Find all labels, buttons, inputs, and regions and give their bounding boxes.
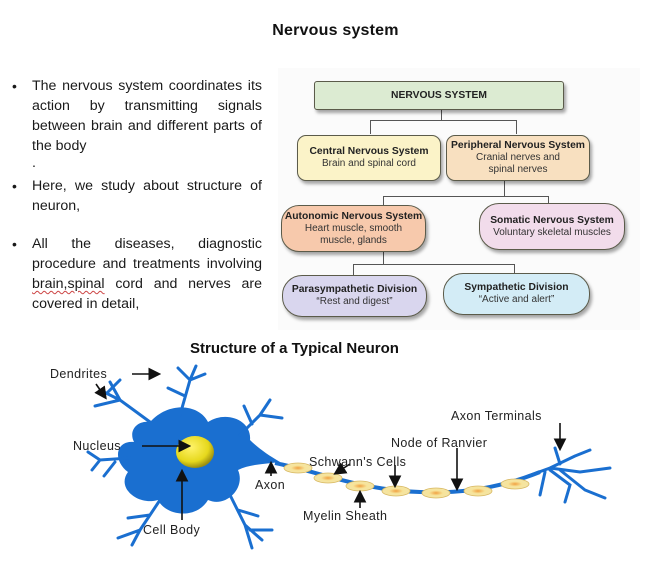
spellcheck-marked-word[interactable]: brain,spinal [32,276,105,292]
box-title: Central Nervous System [309,146,429,157]
bullet-text: Here, we study about structure of neuron… [32,178,262,214]
box-desc: Brain and spinal cord [322,158,416,169]
stray-mark: . [32,155,36,171]
box-central-nervous-system: Central Nervous System Brain and spinal … [297,135,441,181]
axon-terminals [526,446,612,504]
label-dendrites: Dendrites [50,367,108,381]
page-title: Nervous system [272,22,399,39]
myelin-sheath [283,462,530,499]
bullet-icon: • [12,178,17,194]
bullet-item: • The nervous system coordinates its act… [12,76,262,156]
box-title: NERVOUS SYSTEM [391,89,487,101]
box-title: Autonomic Nervous System [284,210,423,222]
box-desc: Heart muscle, smooth [304,222,403,234]
bullet-text: The nervous system coordinates its actio… [32,78,262,154]
box-title: Somatic Nervous System [490,214,614,226]
box-sympathetic-division: Sympathetic Division “Active and alert” [443,273,590,315]
box-peripheral-nervous-system: Peripheral Nervous System Cranial nerves… [446,135,590,181]
label-cell-body: Cell Body [143,523,201,537]
label-schwann-cells: Schwann's Cells [309,455,407,469]
label-axon-terminals: Axon Terminals [451,409,542,423]
nucleus [176,436,214,468]
label-axon: Axon [255,478,286,492]
bullet-text-part: All the diseases, diagnostic procedure a… [32,236,262,272]
box-desc: “Rest and digest” [316,296,393,307]
bullet-item: • All the diseases, diagnostic procedure… [12,234,262,314]
dendrites-arrow-2 [94,383,107,400]
bullet-list: • The nervous system coordinates its act… [12,76,262,314]
label-myelin-sheath: Myelin Sheath [303,509,388,523]
bullet-icon: • [12,78,17,94]
box-title: Sympathetic Division [464,282,569,293]
bullet-icon: • [12,236,17,252]
box-nervous-system: NERVOUS SYSTEM [314,81,564,110]
bullet-text-part: cord and nerves are covered in detail, [32,276,262,312]
box-autonomic-nervous-system: Autonomic Nervous System Heart muscle, s… [281,205,426,252]
schwann-arrow [333,462,351,475]
box-desc: spinal nerves [488,164,548,175]
bullet-item: • Here, we study about structure of neur… [12,176,262,216]
box-title: Parasympathetic Division [291,284,418,295]
label-node-of-ranvier: Node of Ranvier [391,436,488,450]
neuron-illustration [86,364,612,550]
box-desc: Voluntary skeletal muscles [493,226,611,238]
label-nucleus: Nucleus [73,439,121,453]
neuron-diagram-title: Structure of a Typical Neuron [190,340,399,357]
box-title: Peripheral Nervous System [451,140,585,151]
box-somatic-nervous-system: Somatic Nervous System Voluntary skeleta… [479,203,625,250]
box-desc: muscle, glands [320,234,387,246]
box-desc: Cranial nerves and [476,152,560,163]
nervous-system-diagram: NERVOUS SYSTEM Central Nervous System Br… [278,68,640,330]
bullet-text: All the diseases, diagnostic procedure a… [32,234,262,314]
box-desc: “Active and alert” [478,294,555,305]
box-parasympathetic-division: Parasympathetic Division “Rest and diges… [282,275,427,317]
